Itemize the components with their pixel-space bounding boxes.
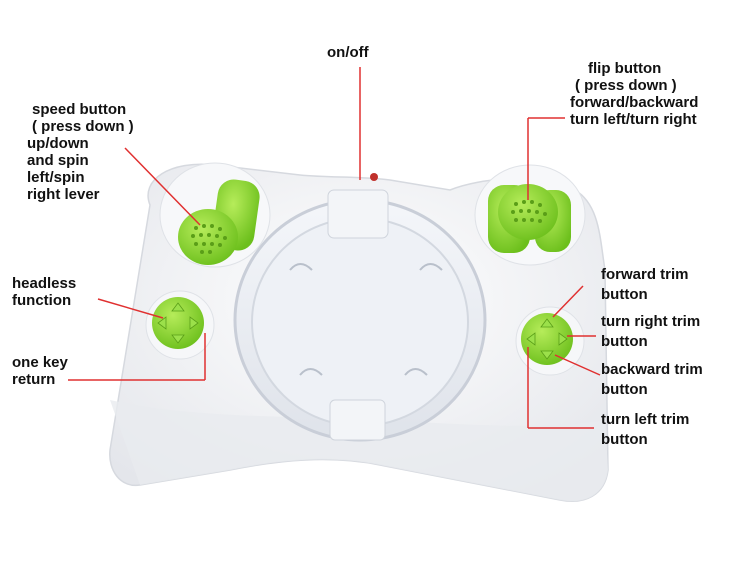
- label-line: ( press down ): [575, 77, 677, 94]
- label-backward-trim: backward trim button: [601, 361, 703, 398]
- label-on-off: on/off: [327, 44, 369, 61]
- label-line: backward trim: [601, 361, 703, 378]
- label-line: speed button: [32, 101, 127, 118]
- label-flip-button: flip button ( press down ) forward/backw…: [570, 60, 698, 128]
- label-line: up/down: [27, 135, 89, 152]
- speed-button-photo: [178, 179, 260, 265]
- label-line: button: [601, 431, 648, 448]
- label-line: turn right trim: [601, 313, 701, 330]
- label-forward-trim: forward trim button: [601, 266, 689, 303]
- label-line: turn left trim: [601, 411, 690, 428]
- label-line: ( press down ): [32, 118, 134, 135]
- label-line: right lever: [27, 186, 100, 203]
- label-one-key-return: one key return: [12, 354, 68, 388]
- flip-button-photo: [488, 184, 571, 253]
- label-line: flip button: [588, 60, 662, 77]
- label-line: function: [12, 292, 72, 309]
- label-turn-left-trim: turn left trim button: [601, 411, 689, 448]
- label-line: button: [601, 333, 648, 350]
- label-line: button: [601, 381, 648, 398]
- label-speed-button: speed button ( press down ) up/down and …: [27, 101, 134, 203]
- label-line: and spin: [27, 152, 89, 169]
- label-line: one key: [12, 354, 68, 371]
- label-line: left/spin: [27, 169, 85, 186]
- right-dpad-photo: [515, 306, 585, 376]
- label-line: return: [12, 371, 56, 388]
- label-line: on/off: [327, 44, 369, 61]
- left-dpad-photo: [145, 290, 215, 360]
- label-line: forward/backward: [570, 94, 699, 111]
- label-line: forward trim: [601, 266, 689, 283]
- label-turn-right-trim: turn right trim button: [601, 313, 700, 350]
- label-line: button: [601, 286, 648, 303]
- label-line: turn left/turn right: [570, 111, 697, 128]
- pointer-lines: [68, 67, 601, 429]
- label-line: headless: [12, 275, 77, 292]
- label-headless-function: headless function: [12, 275, 76, 309]
